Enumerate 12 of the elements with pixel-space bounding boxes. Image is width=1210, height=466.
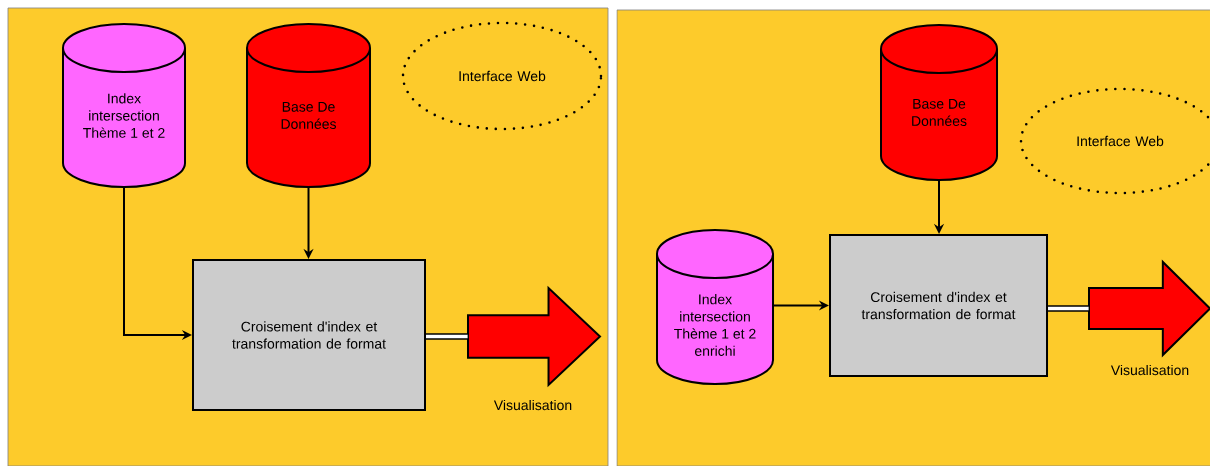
double-line bbox=[426, 333, 468, 340]
block-arrow bbox=[1088, 259, 1210, 358]
database-cylinder: Base De Données bbox=[880, 24, 998, 181]
process-box: Croisement d'index et transformation de format bbox=[192, 259, 426, 411]
block-arrow bbox=[467, 285, 602, 388]
process-box: Croisement d'index et transformation de format bbox=[829, 234, 1048, 377]
caption-text: Visualisation bbox=[493, 399, 572, 411]
double-line bbox=[1048, 305, 1089, 312]
database-cylinder: Base De Données bbox=[246, 23, 371, 188]
caption-text: Visualisation bbox=[1110, 364, 1189, 376]
database-cylinder: Index intersection Thème 1 et 2 bbox=[62, 23, 186, 188]
database-cylinder: Index intersection Thème 1 et 2 enrichi bbox=[656, 229, 774, 385]
